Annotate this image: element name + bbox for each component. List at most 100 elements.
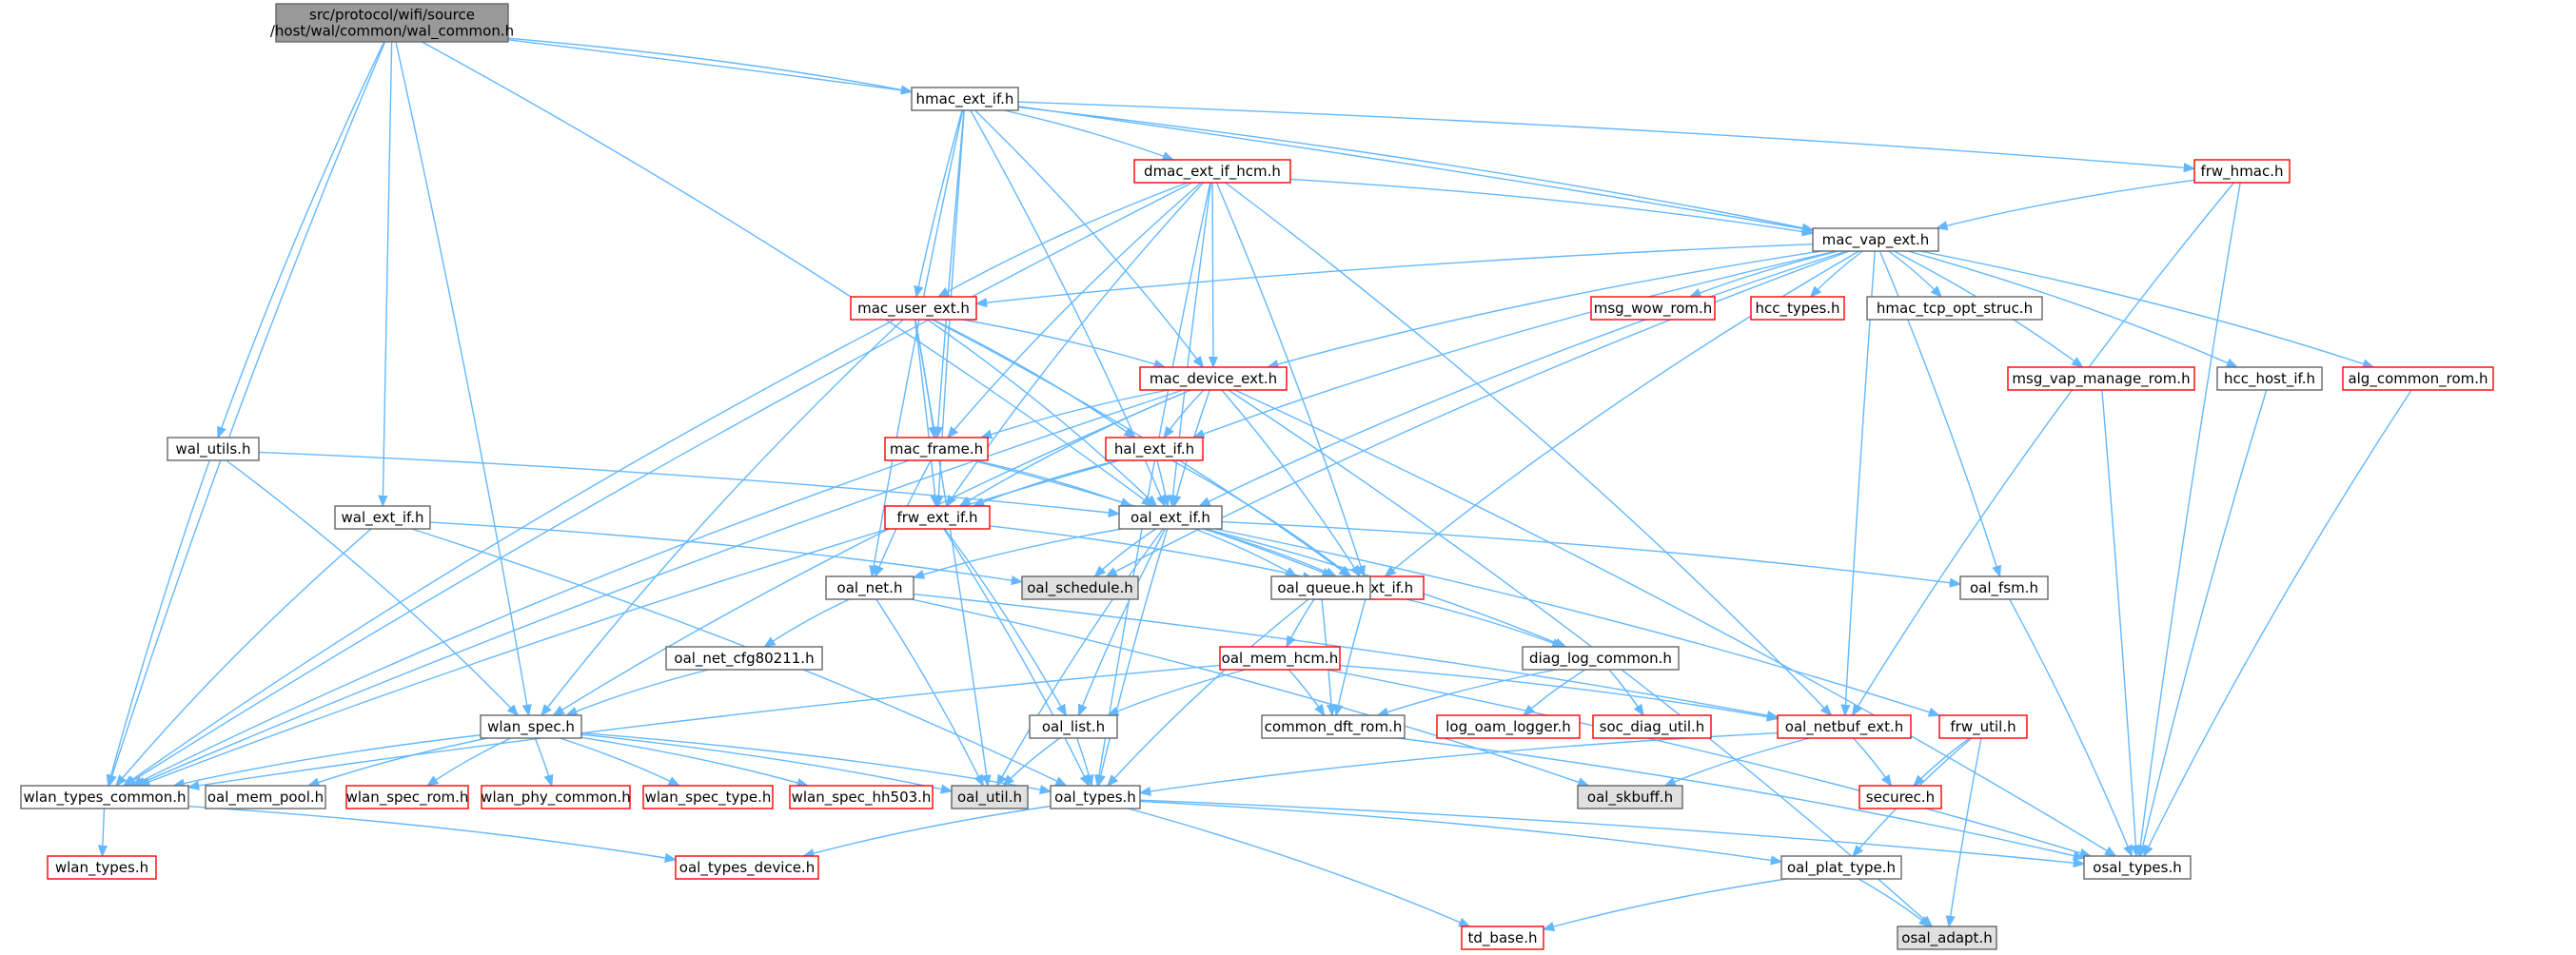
node-box-msg_wow_rom[interactable] (1590, 296, 1716, 321)
node-box-hal_ext_if[interactable] (1105, 437, 1204, 461)
node-oal_net[interactable]: oal_net.h (825, 575, 914, 600)
edge-wlan_spec-to-oal_util (580, 733, 952, 791)
node-soc_diag_util[interactable]: soc_diag_util.h (1592, 714, 1712, 739)
node-box-oal_util[interactable] (951, 785, 1029, 809)
node-box-soc_diag_util[interactable] (1592, 714, 1712, 739)
node-oal_fsm[interactable]: oal_fsm.h (1959, 575, 2049, 600)
node-securec[interactable]: securec.h (1858, 785, 1942, 809)
node-box-oal_fsm[interactable] (1959, 575, 2049, 600)
node-frw_util[interactable]: frw_util.h (1938, 714, 2028, 739)
node-box-mac_device_ext[interactable] (1139, 366, 1288, 391)
node-box-mac_user_ext[interactable] (850, 296, 977, 321)
node-box-dmac_ext_if_hcm[interactable] (1133, 159, 1291, 184)
node-box-frw_hmac[interactable] (2193, 159, 2291, 184)
node-box-wlan_spec[interactable] (480, 714, 582, 739)
node-box-mac_frame[interactable] (884, 437, 989, 461)
node-hcc_types[interactable]: hcc_types.h (1750, 296, 1845, 321)
node-box-wlan_types_common[interactable] (20, 785, 189, 809)
node-oal_schedule[interactable]: oal_schedule.h (1021, 575, 1139, 600)
node-mac_vap_ext[interactable]: mac_vap_ext.h (1812, 227, 1939, 252)
node-box-osal_adapt[interactable] (1897, 926, 1997, 950)
node-box-securec[interactable] (1858, 785, 1942, 809)
node-box-hmac_tcp_opt_struc[interactable] (1866, 296, 2043, 321)
node-alg_common_rom[interactable]: alg_common_rom.h (2342, 366, 2494, 391)
node-root[interactable]: src/protocol/wifi/source/host/wal/common… (270, 3, 514, 43)
node-box-oal_list[interactable] (1029, 714, 1118, 739)
node-box-wlan_spec_rom[interactable] (345, 785, 469, 809)
node-mac_frame[interactable]: mac_frame.h (884, 437, 989, 461)
node-wlan_spec_type[interactable]: wlan_spec_type.h (642, 785, 774, 809)
node-oal_plat_type[interactable]: oal_plat_type.h (1780, 855, 1902, 880)
node-diag_log_common[interactable]: diag_log_common.h (1522, 646, 1680, 671)
node-msg_wow_rom[interactable]: msg_wow_rom.h (1590, 296, 1716, 321)
node-box-wlan_spec_type[interactable] (642, 785, 774, 809)
node-wal_ext_if[interactable]: wal_ext_if.h (334, 505, 431, 530)
node-box-oal_net[interactable] (825, 575, 914, 600)
node-td_base[interactable]: td_base.h (1461, 926, 1544, 950)
edge-mac_user_ext-to-mac_device_ext (961, 319, 1165, 367)
node-common_dft_rom[interactable]: common_dft_rom.h (1261, 714, 1406, 739)
node-wlan_types_common[interactable]: wlan_types_common.h (20, 785, 189, 809)
node-hcc_host_if[interactable]: hcc_host_if.h (2216, 366, 2323, 391)
node-box-wal_ext_if[interactable] (334, 505, 431, 530)
node-wlan_spec[interactable]: wlan_spec.h (480, 714, 582, 739)
node-box-oal_mem_pool[interactable] (205, 785, 326, 809)
node-oal_net_cfg80211[interactable]: oal_net_cfg80211.h (665, 646, 823, 671)
node-box-oal_schedule[interactable] (1021, 575, 1139, 600)
node-oal_queue[interactable]: oal_queue.h (1270, 575, 1371, 600)
node-box-oal_netbuf_ext[interactable] (1777, 714, 1912, 739)
node-box-diag_log_common[interactable] (1522, 646, 1680, 671)
node-box-oal_queue[interactable] (1270, 575, 1371, 600)
node-wlan_spec_rom[interactable]: wlan_spec_rom.h (345, 785, 469, 809)
node-oal_mem_pool[interactable]: oal_mem_pool.h (205, 785, 326, 809)
node-box-msg_vap_manage_rom[interactable] (2007, 366, 2195, 391)
node-wlan_types[interactable]: wlan_types.h (47, 855, 157, 880)
node-box-oal_net_cfg80211[interactable] (665, 646, 823, 671)
node-frw_hmac[interactable]: frw_hmac.h (2193, 159, 2291, 184)
node-osal_adapt[interactable]: osal_adapt.h (1897, 926, 1997, 950)
node-box-mac_vap_ext[interactable] (1812, 227, 1939, 252)
node-msg_vap_manage_rom[interactable]: msg_vap_manage_rom.h (2007, 366, 2195, 391)
node-box-frw_ext_if[interactable] (884, 505, 991, 530)
node-oal_skbuff[interactable]: oal_skbuff.h (1577, 785, 1683, 809)
node-wlan_phy_common[interactable]: wlan_phy_common.h (481, 785, 631, 809)
node-hmac_ext_if[interactable]: hmac_ext_if.h (911, 87, 1019, 111)
node-box-alg_common_rom[interactable] (2342, 366, 2494, 391)
node-box-common_dft_rom[interactable] (1261, 714, 1406, 739)
node-box-oal_ext_if[interactable] (1118, 505, 1223, 530)
node-box-hmac_ext_if[interactable] (911, 87, 1019, 111)
node-box-wal_utils[interactable] (167, 437, 260, 461)
node-box-oal_mem_hcm[interactable] (1219, 646, 1341, 671)
node-hmac_tcp_opt_struc[interactable]: hmac_tcp_opt_struc.h (1866, 296, 2043, 321)
node-oal_types_device[interactable]: oal_types_device.h (675, 855, 819, 880)
node-box-td_base[interactable] (1461, 926, 1544, 950)
node-wal_utils[interactable]: wal_utils.h (167, 437, 260, 461)
node-box-wlan_spec_hh503[interactable] (789, 785, 934, 809)
node-box-hcc_types[interactable] (1750, 296, 1845, 321)
node-box-frw_util[interactable] (1938, 714, 2028, 739)
node-box-root[interactable] (275, 3, 509, 43)
node-oal_mem_hcm[interactable]: oal_mem_hcm.h (1219, 646, 1341, 671)
node-box-hcc_host_if[interactable] (2216, 366, 2323, 391)
node-frw_ext_if[interactable]: frw_ext_if.h (884, 505, 991, 530)
node-log_oam_logger[interactable]: log_oam_logger.h (1436, 714, 1581, 739)
node-mac_user_ext[interactable]: mac_user_ext.h (850, 296, 977, 321)
node-box-oal_types[interactable] (1050, 785, 1141, 809)
node-wlan_spec_hh503[interactable]: wlan_spec_hh503.h (789, 785, 934, 809)
node-box-osal_types[interactable] (2083, 855, 2192, 880)
node-box-oal_skbuff[interactable] (1577, 785, 1683, 809)
node-box-oal_types_device[interactable] (675, 855, 819, 880)
node-box-log_oam_logger[interactable] (1436, 714, 1581, 739)
node-hal_ext_if[interactable]: hal_ext_if.h (1105, 437, 1204, 461)
node-box-wlan_phy_common[interactable] (481, 785, 631, 809)
node-osal_types[interactable]: osal_types.h (2083, 855, 2192, 880)
node-mac_device_ext[interactable]: mac_device_ext.h (1139, 366, 1288, 391)
node-dmac_ext_if_hcm[interactable]: dmac_ext_if_hcm.h (1133, 159, 1291, 184)
node-oal_util[interactable]: oal_util.h (951, 785, 1029, 809)
node-oal_netbuf_ext[interactable]: oal_netbuf_ext.h (1777, 714, 1912, 739)
node-oal_list[interactable]: oal_list.h (1029, 714, 1118, 739)
node-oal_ext_if[interactable]: oal_ext_if.h (1118, 505, 1223, 530)
node-oal_types[interactable]: oal_types.h (1050, 785, 1141, 809)
node-box-oal_plat_type[interactable] (1780, 855, 1902, 880)
node-box-wlan_types[interactable] (47, 855, 157, 880)
